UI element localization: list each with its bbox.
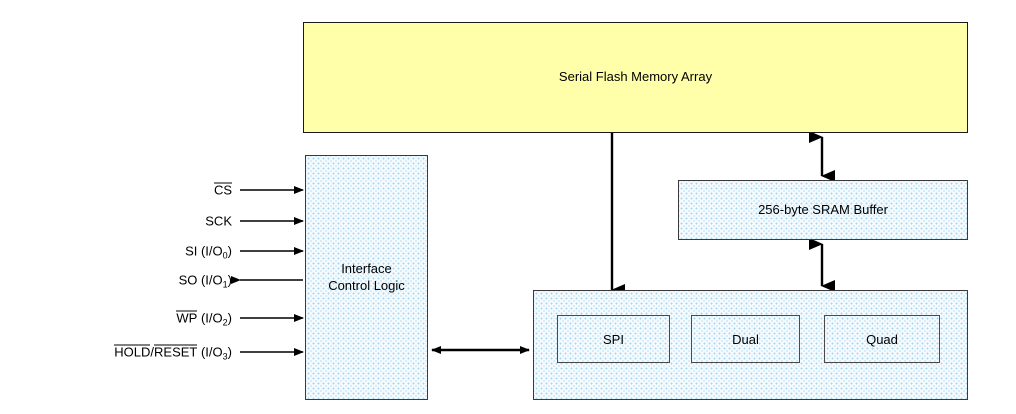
pin-hold-reset-subscript: 3	[222, 351, 228, 362]
pin-label-hold-reset: HOLD/RESET (I/O3)	[114, 344, 232, 362]
mode-box-dual[interactable]: Dual	[691, 315, 800, 363]
pin-wp-suffix: (I/O	[197, 310, 223, 326]
mode-box-spi[interactable]: SPI	[557, 315, 670, 363]
pin-wp-overbar-text: WP	[176, 310, 198, 326]
pin-so-subscript: 1	[222, 279, 228, 290]
pin-so-suffix: (I/O	[197, 272, 223, 288]
pin-si-suffix: (I/O	[197, 243, 223, 259]
pin-reset-overbar-text: RESET	[154, 344, 198, 360]
sram-buffer-block[interactable]: 256-byte SRAM Buffer	[678, 180, 968, 240]
pin-wp-subscript: 2	[222, 317, 228, 328]
pin-cs-overbar-text: CS	[213, 182, 232, 198]
pin-hold-reset-suffix: (I/O	[197, 344, 223, 360]
pin-label-wp: WP (I/O2)	[176, 310, 232, 328]
pin-so-text: SO	[178, 272, 198, 288]
mode-box-quad[interactable]: Quad	[824, 315, 940, 363]
sram-buffer-label: 256-byte SRAM Buffer	[758, 201, 888, 217]
pin-si-text: SI	[185, 243, 198, 259]
pin-label-si: SI (I/O0)	[185, 243, 232, 261]
pin-si-subscript: 0	[222, 250, 228, 261]
memory-array-block[interactable]: Serial Flash Memory Array	[303, 22, 968, 133]
memory-array-label: Serial Flash Memory Array	[558, 69, 713, 85]
mode-dual-label: Dual	[732, 331, 759, 347]
pin-sck-text: SCK	[205, 213, 232, 229]
pin-hold-overbar-text: HOLD	[114, 344, 151, 360]
mode-quad-label: Quad	[866, 331, 898, 347]
pin-label-so: SO (I/O1)	[178, 272, 232, 290]
pin-label-cs: CS	[213, 182, 232, 198]
pin-label-sck: SCK	[205, 214, 232, 229]
interface-control-logic-block[interactable]: Interface Control Logic	[305, 155, 428, 400]
mode-spi-label: SPI	[603, 331, 624, 347]
interface-control-logic-label: Interface Control Logic	[328, 261, 405, 293]
